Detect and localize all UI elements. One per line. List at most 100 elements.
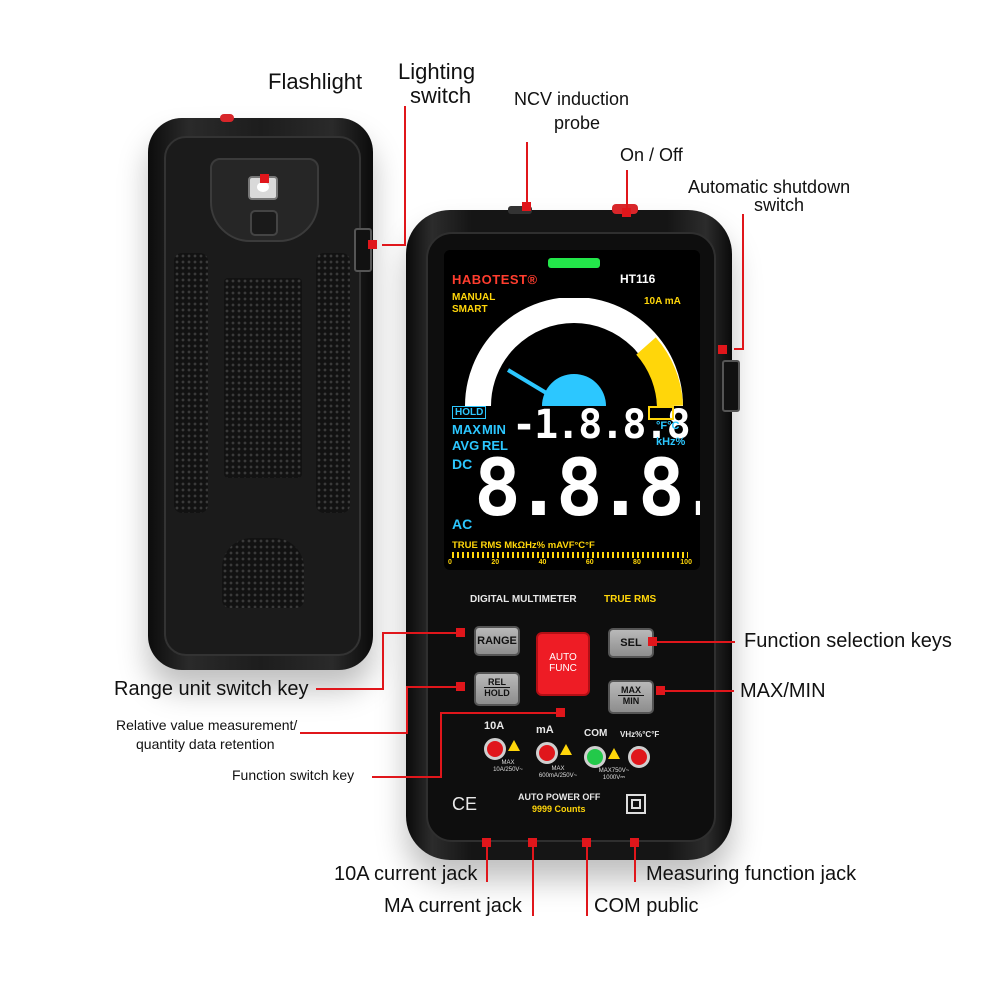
marker-on-off: [622, 208, 631, 217]
max-indicator: MAX: [452, 422, 481, 437]
brand-logo: HABOTEST®: [452, 272, 538, 287]
scale-20: 20: [491, 559, 500, 566]
jack-10a[interactable]: [484, 738, 506, 760]
rating-v: MAX750V~ 1000V⎓: [598, 768, 630, 781]
leader-line: [526, 142, 528, 204]
warning-icon: [608, 748, 620, 759]
leader-line: [655, 641, 735, 643]
hold-label: HOLD: [484, 688, 510, 698]
marker-lighting-switch: [368, 240, 377, 249]
auto-power-off-label: AUTO POWER OFF: [518, 792, 601, 802]
function-dial: [465, 298, 683, 407]
jack-v[interactable]: [628, 746, 650, 768]
rating-ma: MAX 600mA/250V~: [538, 766, 578, 779]
auto-shutdown-switch[interactable]: [722, 360, 740, 412]
multimeter-front-view: HABOTEST® HT116 MANUAL SMART 10A mA HOLD…: [406, 204, 740, 860]
marker-max-min-key: [656, 686, 665, 695]
sel-key[interactable]: SEL: [608, 628, 654, 658]
min-label: MIN: [622, 696, 640, 706]
front-face: HABOTEST® HT116 MANUAL SMART 10A mA HOLD…: [426, 232, 716, 842]
rel-hold-key[interactable]: REL HOLD: [474, 672, 520, 706]
jack-label-ma: mA: [536, 724, 554, 736]
callout-ncv-1: NCV induction: [514, 89, 630, 109]
status-led: [548, 258, 600, 268]
dc-indicator: DC: [452, 456, 473, 472]
digital-multimeter-label: DIGITAL MULTIMETER: [470, 594, 577, 605]
rel-label: REL: [484, 677, 510, 688]
marker-ma-jack: [528, 838, 537, 847]
marker-rel-hold-key: [456, 682, 465, 691]
range-key[interactable]: RANGE: [474, 626, 520, 656]
jack-ma[interactable]: [536, 742, 558, 764]
hold-indicator: HOLD: [452, 406, 487, 419]
leader-line: [734, 348, 744, 350]
min-indicator: MIN: [482, 422, 506, 437]
secondary-display: -1.8.8.8: [512, 402, 691, 448]
warning-icon: [508, 740, 520, 751]
jack-label-com: COM: [584, 728, 608, 739]
flashlight-button[interactable]: [250, 210, 278, 236]
jack-label-v: VHz%°C°F: [620, 730, 660, 739]
jack-com[interactable]: [584, 746, 606, 768]
callout-lighting-switch-2: switch: [410, 83, 472, 108]
leader-line: [382, 632, 384, 690]
max-min-key[interactable]: MAX MIN: [608, 680, 654, 714]
bargraph-scale: 0 20 40 60 80 100: [448, 559, 692, 566]
callout-ma-jack: MA current jack: [384, 895, 522, 917]
mode-smart: SMART: [452, 304, 488, 315]
max-label: MAX: [618, 685, 644, 696]
auto-func-key[interactable]: AUTO FUNC: [536, 632, 590, 696]
auto-label: AUTO: [549, 652, 577, 663]
battery-icon: [648, 406, 674, 420]
scale-80: 80: [633, 559, 641, 566]
temp-unit: °F°C: [656, 420, 680, 432]
lighting-switch[interactable]: [354, 228, 372, 272]
marker-com-jack: [582, 838, 591, 847]
grip-texture-bottom: [222, 538, 304, 608]
callout-com-public: COM public: [594, 895, 699, 917]
leader-line: [372, 776, 440, 778]
callout-relative-1: Relative value measurement/: [116, 717, 298, 733]
jack-label-10a: 10A: [484, 720, 505, 732]
callout-auto-shutdown-1: Automatic shutdown: [688, 177, 851, 197]
primary-display: 8.8.8.8: [474, 444, 700, 534]
leader-line: [532, 846, 534, 916]
leader-line: [382, 244, 406, 246]
marker-func-key: [556, 708, 565, 717]
marker-range-key: [456, 628, 465, 637]
counts-label: 9999 Counts: [532, 804, 586, 814]
scale-40: 40: [538, 559, 547, 566]
leader-line: [316, 688, 382, 690]
scale-60: 60: [585, 559, 594, 566]
double-insulation-icon: [626, 794, 646, 814]
leader-line: [300, 732, 406, 734]
leader-line: [586, 846, 588, 916]
callout-range-unit: Range unit switch key: [114, 678, 309, 700]
leader-line: [626, 170, 628, 210]
callout-function-selection: Function selection keys: [744, 630, 952, 652]
leader-line: [382, 632, 456, 634]
ncv-probe: [508, 206, 532, 214]
marker-auto-shutdown: [718, 345, 727, 354]
ac-indicator: AC: [452, 516, 473, 532]
grip-texture-right: [316, 253, 350, 513]
leader-line: [404, 106, 406, 246]
marker-10a-jack: [482, 838, 491, 847]
func-label: FUNC: [549, 663, 577, 674]
marker-ncv: [522, 202, 531, 211]
mode-manual: MANUAL: [452, 292, 496, 303]
warning-icon: [560, 744, 572, 755]
leader-line: [406, 686, 408, 734]
callout-ncv-2: probe: [554, 113, 601, 133]
grip-texture-center: [224, 278, 302, 478]
flashlight-plate: [210, 158, 319, 242]
rel-indicator: REL: [482, 438, 508, 453]
callout-function-switch: Function switch key: [232, 767, 355, 783]
lcd-screen: HABOTEST® HT116 MANUAL SMART 10A mA HOLD…: [444, 250, 700, 570]
marker-measuring-jack: [630, 838, 639, 847]
leader-line: [406, 686, 456, 688]
freq-unit: kHz%: [656, 436, 686, 448]
callout-lighting-switch-1: Lighting: [398, 59, 476, 84]
model-number: HT116: [620, 272, 656, 286]
callout-max-min: MAX/MIN: [740, 680, 826, 702]
